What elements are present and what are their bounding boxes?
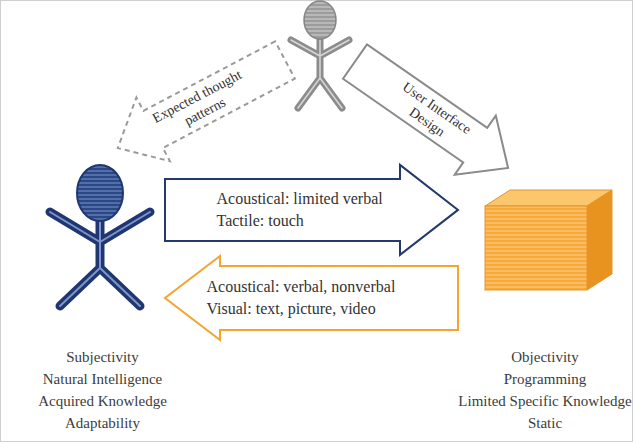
attribute-text: Natural Intelligence — [25, 368, 180, 390]
figure-limbs-stripe — [291, 40, 349, 108]
system-node: ObjectivityProgrammingLimited Specific K… — [458, 168, 633, 430]
attribute-text: Objectivity — [455, 346, 633, 368]
block-arrow — [165, 256, 458, 340]
user-node: SubjectivityNatural IntelligenceAcquired… — [30, 148, 165, 430]
attribute-text: Subjectivity — [25, 346, 180, 368]
designer-stick-figure — [291, 1, 349, 108]
cube-side — [587, 190, 612, 290]
block-arrow — [165, 165, 458, 255]
arrow-label: Acoustical: limited verbal Tactile: touc… — [217, 188, 407, 232]
attribute-text: Programming — [455, 368, 633, 390]
designer-node — [285, 0, 355, 112]
attribute-list: ObjectivityProgrammingLimited Specific K… — [455, 346, 633, 434]
attribute-text: Limited Specific Knowledge — [455, 390, 633, 412]
figure-limbs — [291, 40, 349, 108]
attribute-text: Static — [455, 412, 633, 434]
figure-head — [77, 165, 123, 221]
attribute-text: Adaptability — [25, 412, 180, 434]
block-arrow — [343, 44, 508, 174]
attribute-list: SubjectivityNatural IntelligenceAcquired… — [25, 346, 180, 434]
system-cube — [485, 190, 612, 290]
figure-limbs-stripe — [50, 212, 150, 306]
user-stick-figure — [50, 165, 150, 306]
figure-head — [304, 1, 336, 39]
attribute-text: Acquired Knowledge — [25, 390, 180, 412]
figure-limbs — [50, 212, 150, 306]
arrow-label: Acoustical: verbal, nonverbal Visual: te… — [207, 276, 417, 320]
cube-front — [485, 206, 587, 290]
dashed-block-arrow — [118, 41, 295, 161]
